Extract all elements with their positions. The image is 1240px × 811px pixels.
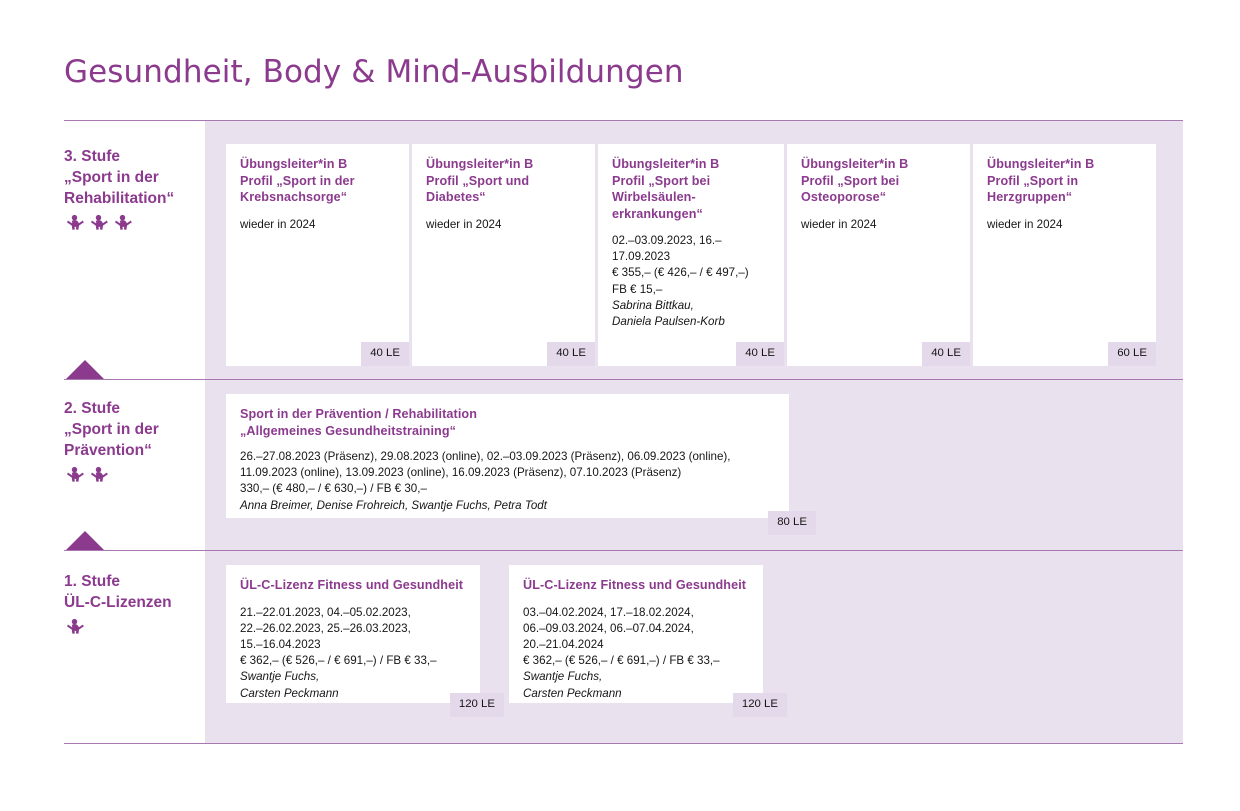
person-figure-icon <box>66 618 84 634</box>
course-card-body: 26.–27.08.2023 (Präsenz), 29.08.2023 (on… <box>240 449 775 514</box>
course-card-dates: 03.–04.02.2024, 17.–18.02.2024,06.–09.03… <box>523 605 694 651</box>
stage-2-line-2: „Sport in der <box>64 421 159 438</box>
course-card-body: 21.–22.01.2023, 04.–05.02.2023,22.–26.02… <box>240 605 466 702</box>
stage-label-1: 1. Stufe ÜL-C-Lizenzen <box>64 571 214 635</box>
course-card-instructors: Sabrina Bittkau,Daniela Paulsen-Korb <box>612 298 725 329</box>
course-card-title: Sport in der Prävention / Rehabilitation… <box>240 407 478 438</box>
stage-1-line-1: 1. Stufe <box>64 573 120 590</box>
stage-3-line-2: „Sport in der <box>64 169 159 186</box>
up-arrow-icon-stage1 <box>66 531 104 550</box>
course-card-body: wieder in 2024 <box>426 217 581 233</box>
course-card-body: wieder in 2024 <box>240 217 395 233</box>
stage-3-figures <box>64 214 214 231</box>
learning-units-badge: 40 LE <box>547 341 595 366</box>
course-card[interactable]: ÜL-C-Lizenz Fitness und Gesundheit 21.–22… <box>226 565 504 717</box>
learning-units-badge: 60 LE <box>1108 341 1156 366</box>
person-figure-icon <box>66 466 84 482</box>
learning-units-badge: 120 LE <box>732 692 787 717</box>
course-card-dates: wieder in 2024 <box>987 217 1063 231</box>
stage-label-2: 2. Stufe „Sport in der Prävention“ <box>64 398 214 483</box>
course-card-instructors: Swantje Fuchs,Carsten Peckmann <box>240 670 339 700</box>
stage-1-card-row: ÜL-C-Lizenz Fitness und Gesundheit 21.–22… <box>226 565 787 720</box>
course-card[interactable]: Sport in der Prävention / Rehabilitation… <box>226 394 816 535</box>
course-card-body: wieder in 2024 <box>801 217 956 233</box>
course-card-body: 03.–04.02.2024, 17.–18.02.2024,06.–09.03… <box>523 605 749 702</box>
divider-stage3-stage2 <box>64 379 1183 380</box>
course-card-title: ÜL-C-Lizenz Fitness und Gesundheit <box>523 578 747 592</box>
divider-top <box>64 120 1183 121</box>
person-figure-icon <box>90 214 108 230</box>
person-figure-icon <box>90 466 108 482</box>
course-card-dates: wieder in 2024 <box>240 217 316 231</box>
course-card-body: wieder in 2024 <box>987 217 1142 233</box>
stage-2-figures <box>64 466 214 483</box>
stage-1-figures <box>64 618 214 635</box>
stage-2-card-row: Sport in der Prävention / Rehabilitation… <box>226 394 816 538</box>
stage-2-line-3: Prävention“ <box>64 442 152 459</box>
course-card-price: € 362,– (€ 526,– / € 691,–) / FB € 33,– <box>523 654 720 668</box>
divider-bottom <box>64 743 1183 744</box>
stage-label-3: 3. Stufe „Sport in der Rehabilitation“ <box>64 146 214 231</box>
course-card-instructors: Swantje Fuchs,Carsten Peckmann <box>523 670 622 700</box>
course-card-body: 02.–03.09.2023, 16.–17.09.2023€ 355,– (€… <box>612 233 770 330</box>
course-card-instructors: Anna Breimer, Denise Frohreich, Swantje … <box>240 498 547 512</box>
stage-2-line-1: 2. Stufe <box>64 400 120 417</box>
course-card-dates: wieder in 2024 <box>426 217 502 231</box>
course-card[interactable]: ÜL-C-Lizenz Fitness und Gesundheit 03.–04… <box>509 565 787 717</box>
learning-units-badge: 40 LE <box>922 341 970 366</box>
course-card-dates: 21.–22.01.2023, 04.–05.02.2023,22.–26.02… <box>240 605 437 668</box>
learning-units-badge: 120 LE <box>449 692 504 717</box>
page-title: Gesundheit, Body & Mind-Ausbildungen <box>64 54 684 90</box>
course-card-dates: 26.–27.08.2023 (Präsenz), 29.08.2023 (on… <box>240 450 731 496</box>
person-figure-icon <box>66 214 84 230</box>
learning-units-badge: 40 LE <box>736 341 784 366</box>
course-card-dates: wieder in 2024 <box>801 217 877 231</box>
up-arrow-icon-stage2 <box>66 360 104 379</box>
course-card-dates: 02.–03.09.2023, 16.–17.09.2023€ 355,– (€… <box>612 234 749 296</box>
person-figure-icon <box>114 214 132 230</box>
stage-3-line-3: Rehabilitation“ <box>64 190 175 207</box>
course-card-title: ÜL-C-Lizenz Fitness und Gesundheit <box>240 578 464 592</box>
divider-stage2-stage1 <box>64 550 1183 551</box>
learning-units-badge: 40 LE <box>361 341 409 366</box>
stage-3-line-1: 3. Stufe <box>64 148 120 165</box>
stage-1-line-2: ÜL-C-Lizenzen <box>64 594 172 611</box>
learning-units-badge: 80 LE <box>768 510 816 535</box>
